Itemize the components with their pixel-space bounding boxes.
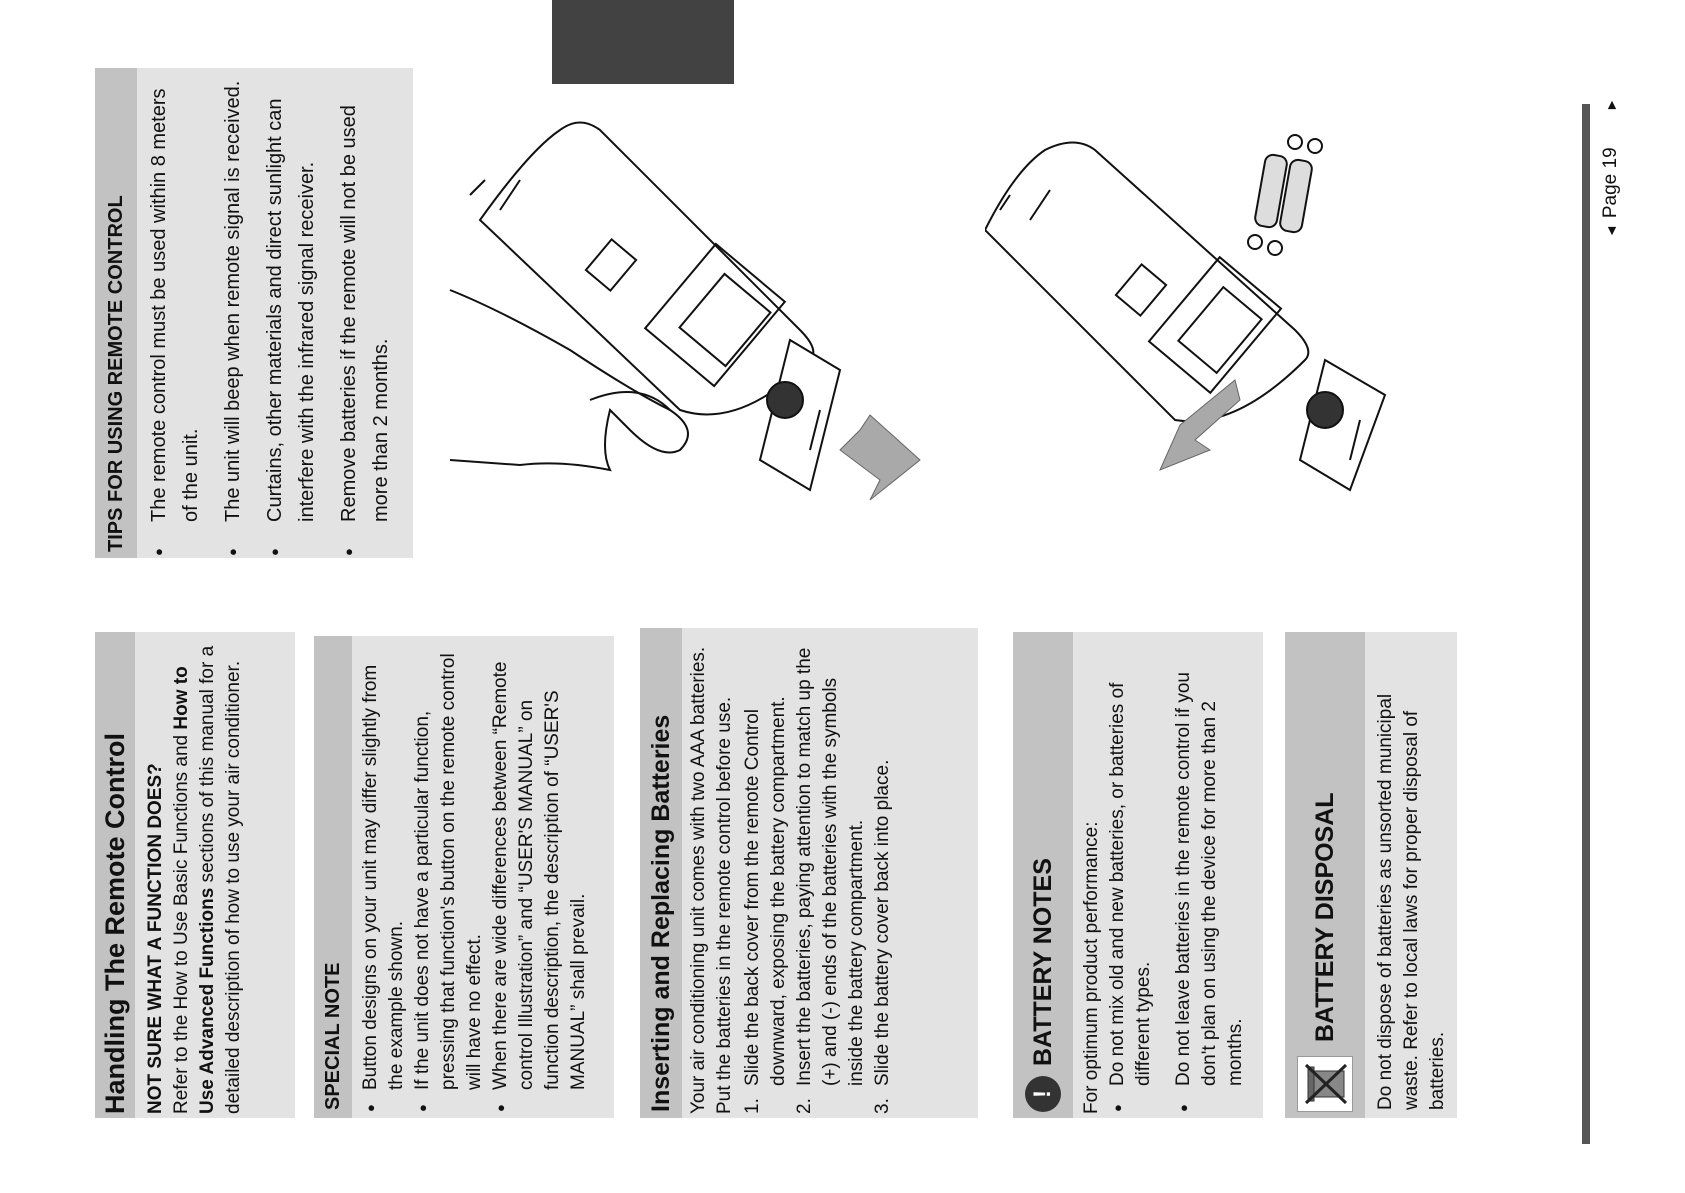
tips-title: TIPS FOR USING REMOTE CONTROL [95,68,137,558]
list-item: 1. Slide the back cover from the remote … [742,696,789,1114]
list-item: Do not mix old and new batteries, or bat… [1105,640,1157,1114]
battery-disposal-title: BATTERY DISPOSAL [1310,792,1339,1042]
list-item: The remote control must be used within 8… [143,72,207,558]
list-item: Do not leave batteries in the remote con… [1171,640,1249,1114]
battery-notes-header: ! BATTERY NOTES [1013,632,1073,1118]
list-item: If the unit does not have a particular f… [410,644,488,1114]
battery-notes-panel: ! BATTERY NOTES For optimum product perf… [1013,632,1263,1118]
list-item: 3. Slide the battery cover back into pla… [872,759,893,1114]
prev-page-arrow-icon[interactable]: ◄ [1603,224,1619,238]
function-question: NOT SURE WHAT A FUNCTION DOES? [145,763,166,1114]
section-tab-marker [552,0,734,84]
list-item: The unit will beep when remote signal is… [217,72,249,558]
next-page-arrow-icon[interactable]: ► [1603,98,1619,112]
special-note-title: SPECIAL NOTE [314,636,352,1118]
battery-disposal-header: BATTERY DISPOSAL [1285,632,1365,1118]
page-navigation: ◄ Page 19 ► [1598,98,1624,238]
handling-panel: Handling The Remote Control NOT SURE WHA… [95,632,295,1118]
recycle-bin-icon [1297,1056,1353,1112]
page-edge-rule [1582,104,1590,1144]
list-item: Curtains, other materials and direct sun… [259,72,323,558]
list-item: Remove batteries if the remote will not … [333,72,397,558]
batteries-title: Inserting and Replacing Batteries [640,628,682,1118]
handling-title: Handling The Remote Control [95,632,135,1118]
warning-icon: ! [1025,1076,1061,1112]
battery-disposal-panel: BATTERY DISPOSAL Do not dispose of batte… [1285,632,1457,1118]
list-item: When there are wide differences between … [488,644,592,1114]
batteries-intro: Your air conditioning unit comes with tw… [688,646,735,1114]
special-note-panel: SPECIAL NOTE Button designs on your unit… [314,636,614,1118]
battery-notes-title: BATTERY NOTES [1029,858,1057,1066]
page-number: Page 19 [1600,147,1621,219]
list-item: 2. Insert the batteries, paying attentio… [794,647,867,1114]
battery-disposal-text: Do not dispose of batteries as unsorted … [1375,693,1448,1110]
remote-battery-insertion-illustration [985,134,1387,492]
remote-cover-removal-illustration [449,121,921,501]
tips-panel: TIPS FOR USING REMOTE CONTROL The remote… [95,68,413,558]
battery-notes-intro: For optimum product performance: [1081,821,1102,1114]
batteries-panel: Inserting and Replacing Batteries Your a… [640,628,978,1118]
list-item: Button designs on your unit may differ s… [358,644,410,1114]
handling-intro: Refer to the How to Use Basic Functions … [171,645,244,1114]
